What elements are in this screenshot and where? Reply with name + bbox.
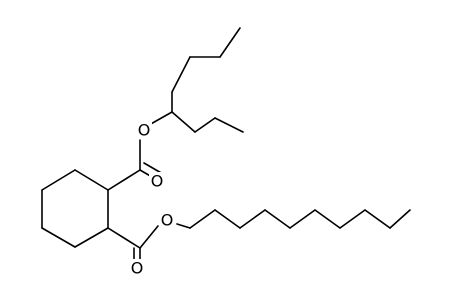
alkyl-chain-bond bbox=[171, 56, 191, 93]
carbonyl-to-ester-oxygen-bond bbox=[139, 225, 159, 249]
atom-label-layer: O O O O bbox=[129, 121, 175, 278]
alkyl-chain-bond bbox=[194, 117, 216, 133]
ring-bond bbox=[41, 227, 76, 248]
alkyl-chain-bond bbox=[171, 111, 196, 133]
alkyl-chain-bond bbox=[389, 209, 411, 229]
alkyl-chain-bond bbox=[214, 117, 244, 133]
alkyl-chain-bond bbox=[219, 27, 241, 58]
alkyl-chain-bond bbox=[214, 209, 241, 229]
alkyl-chain-bond bbox=[364, 209, 391, 229]
oxygen-atom-label: O bbox=[138, 121, 151, 140]
ester-oxygen-to-chain-bond bbox=[148, 111, 173, 126]
alkyl-chain-bond bbox=[339, 209, 366, 229]
bond-layer bbox=[41, 27, 411, 263]
alkyl-chain-bond bbox=[189, 209, 216, 229]
ring-bond bbox=[41, 169, 76, 191]
oxygen-atom-label: O bbox=[151, 172, 164, 191]
oxygen-atom-label: O bbox=[131, 259, 144, 278]
ring-bond bbox=[74, 169, 109, 191]
alkyl-chain-bond bbox=[264, 209, 291, 229]
oxygen-atom-label: O bbox=[161, 211, 174, 230]
ester-oxygen-to-chain-bond bbox=[176, 223, 191, 229]
ring-bond bbox=[74, 227, 109, 248]
alkyl-chain-bond bbox=[289, 209, 316, 229]
ring-to-carbonyl-bond bbox=[107, 169, 141, 191]
ring-to-carbonyl-bond bbox=[107, 227, 141, 249]
alkyl-chain-bond bbox=[239, 209, 266, 229]
alkyl-chain-bond bbox=[314, 209, 341, 229]
